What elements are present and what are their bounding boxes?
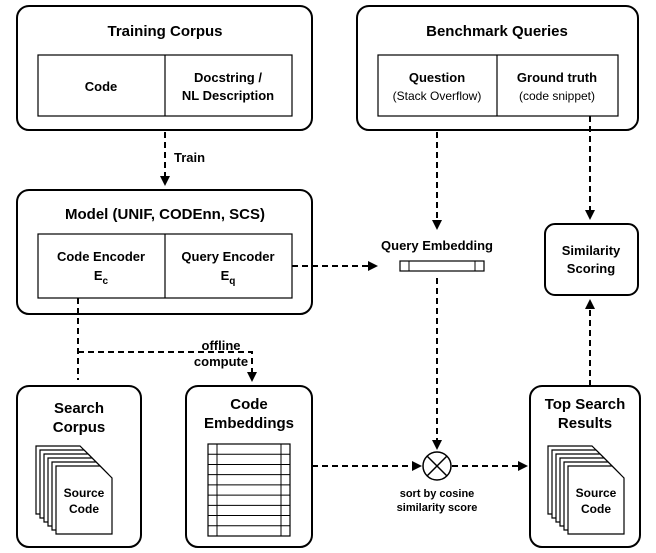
similarity-label: Similarity [562, 243, 621, 258]
search-label: Search [54, 400, 104, 417]
compute-label: compute [194, 354, 248, 369]
query-embedding-vector [399, 260, 485, 272]
query-encoder-symbol: Eq [221, 268, 236, 287]
training-corpus-title: Training Corpus [107, 23, 222, 40]
top-search-results-box: Top Search Results Source Code [529, 385, 641, 548]
code-column-label: Code [85, 79, 118, 94]
code-label: Code [230, 396, 268, 413]
query-encoder-label: Query Encoder [181, 249, 274, 264]
result-documents-icon: Source Code [547, 445, 625, 535]
results-label: Results [558, 415, 612, 432]
train-label: Train [174, 150, 205, 165]
code-embeddings-box: Code Embeddings [185, 385, 313, 548]
offline-compute-arrow [78, 351, 257, 382]
corpus-label: Corpus [53, 419, 106, 436]
similarity-scoring-box: Similarity Scoring [544, 223, 639, 296]
benchmark-queries-box: Benchmark Queries Question (Stack Overfl… [356, 5, 639, 131]
ground-truth-label: Ground truth [517, 70, 597, 85]
query-embedding-label: Query Embedding [381, 238, 493, 253]
code-embeddings-matrix [207, 443, 291, 537]
sort-by-cosine-label: sort by cosine [400, 488, 475, 500]
cosine-operator-icon [422, 451, 452, 481]
ground-truth-sub-label: (code snippet) [519, 89, 595, 103]
training-corpus-box: Training Corpus Code Docstring / NL Desc… [16, 5, 313, 131]
results-code-label: Code [581, 502, 611, 516]
code-encoder-symbol: Ec [94, 268, 109, 287]
question-label: Question [409, 70, 465, 85]
offline-label: offline [202, 338, 241, 353]
similarity-score-label: similarity score [397, 502, 478, 514]
search-corpus-code-label: Code [69, 502, 99, 516]
search-corpus-box: Search Corpus Source Code [16, 385, 142, 548]
docstring-column-label: Docstring / [194, 70, 262, 85]
model-box: Model (UNIF, CODEnn, SCS) Code Encoder E… [16, 189, 313, 315]
benchmark-queries-title: Benchmark Queries [426, 23, 568, 40]
search-corpus-source-label: Source [64, 486, 105, 500]
embeddings-label: Embeddings [204, 415, 294, 432]
top-search-label: Top Search [545, 396, 626, 413]
nl-description-label: NL Description [182, 88, 274, 103]
source-code-documents-icon: Source Code [35, 445, 113, 535]
question-source-label: (Stack Overflow) [393, 89, 482, 103]
model-title: Model (UNIF, CODEnn, SCS) [65, 206, 265, 223]
scoring-label: Scoring [567, 261, 615, 276]
results-source-label: Source [576, 486, 617, 500]
code-encoder-label: Code Encoder [57, 249, 145, 264]
